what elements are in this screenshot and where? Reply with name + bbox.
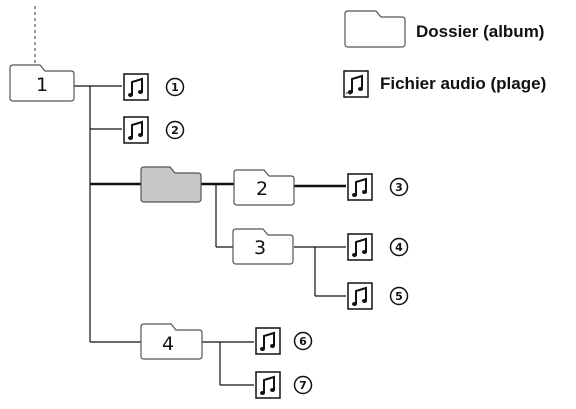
audio-file-track-3: 3 [347,173,409,201]
audio-file-track-7: 7 [255,371,313,399]
track-number-badge [293,331,313,351]
legend-folder-icon [344,10,406,48]
audio-file-icon [123,116,149,144]
folder-4-label: 4 [162,333,174,355]
folder-2-label: 2 [256,178,268,200]
track-number: 5 [395,290,403,303]
track-number-badge [165,77,185,97]
track-number: 3 [395,181,403,194]
track-number: 4 [395,241,403,254]
folder-3: 3 [232,228,294,265]
folder-unnamed-shaded [140,166,202,203]
folder-3-label: 3 [254,237,266,259]
track-number: 2 [171,124,179,137]
legend-folder-label: Dossier (album) [416,22,544,41]
audio-file-icon [255,327,281,355]
audio-file-track-1: 1 [123,73,185,101]
audio-file-track-6: 6 [255,327,313,355]
audio-file-icon [255,371,281,399]
audio-file-track-5: 5 [347,282,409,310]
audio-file-track-4: 4 [347,233,409,261]
track-number: 6 [299,335,307,348]
audio-file-icon [123,73,149,101]
track-number: 1 [171,81,179,94]
legend-audio-file-icon [343,70,369,98]
audio-file-icon [347,282,373,310]
track-number-badge [165,120,185,140]
audio-file-track-2: 2 [123,116,185,144]
legend: Dossier (album) Fichier audio (plage) [343,10,546,98]
folder-1: 1 [9,64,75,102]
folder-1-label: 1 [36,74,48,96]
track-number: 7 [299,379,307,392]
audio-file-icon [347,233,373,261]
track-number-badge [389,237,409,257]
track-number-badge [293,375,313,395]
audio-file-icon [347,173,373,201]
folder-4: 4 [140,323,203,360]
folder-2: 2 [233,169,295,206]
tree-connectors [74,85,346,386]
track-number-badge [389,286,409,306]
legend-audio-file-label: Fichier audio (plage) [380,74,546,93]
track-number-badge [389,177,409,197]
